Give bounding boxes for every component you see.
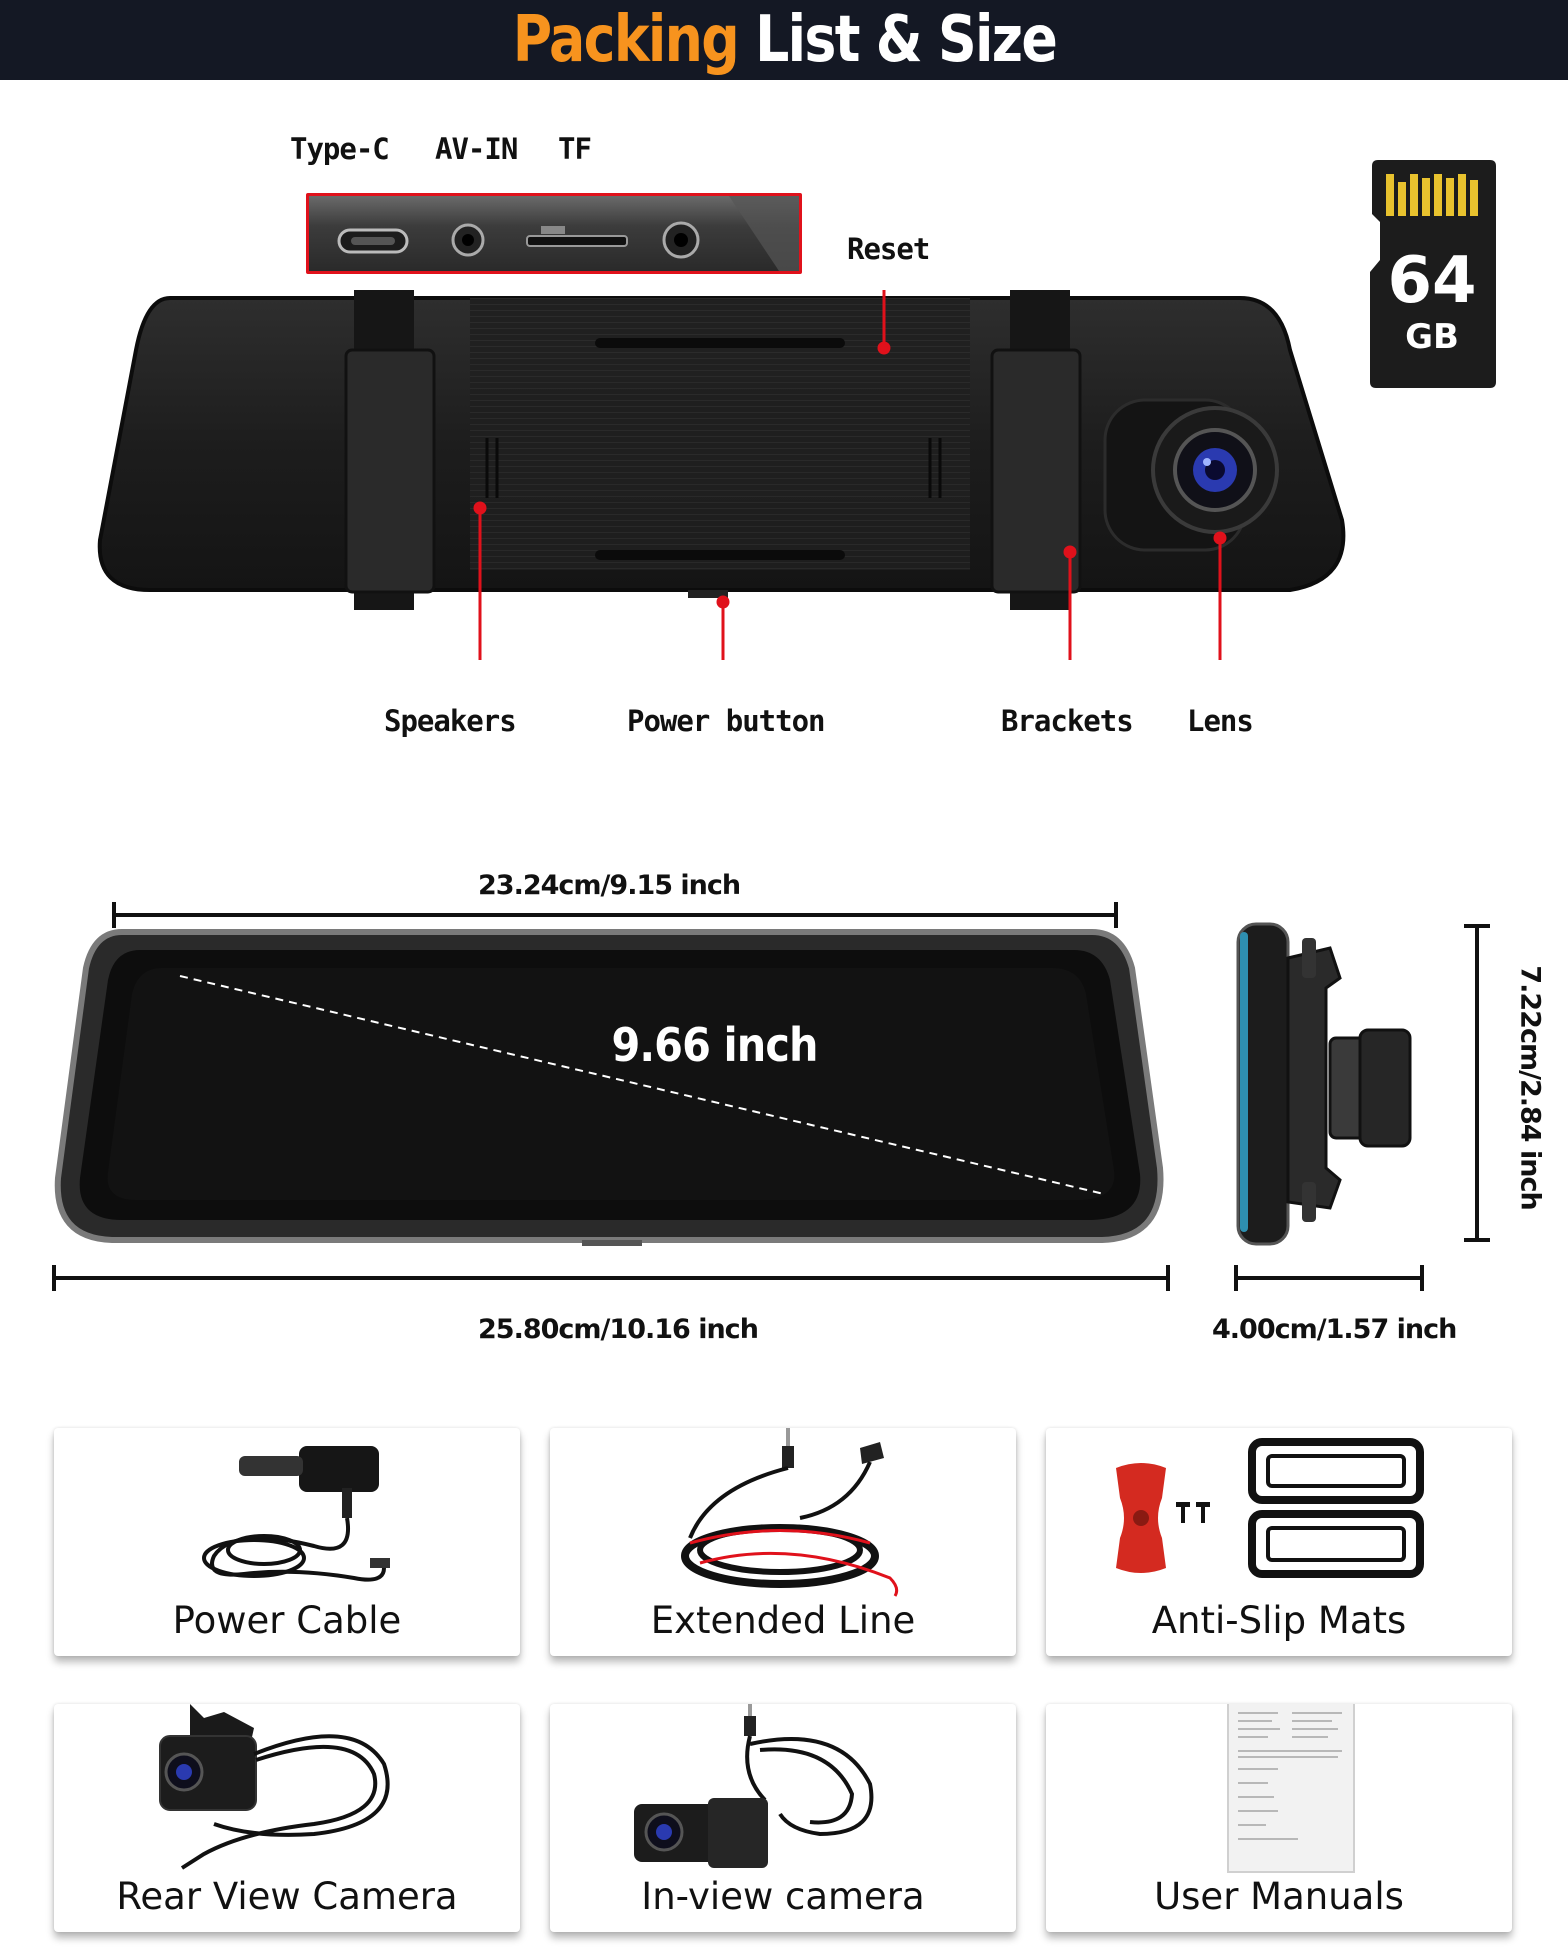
mirror-side-view: [1236, 922, 1412, 1246]
package-item-label: Rear View Camera: [116, 1875, 458, 1918]
package-item-label: In-view camera: [641, 1875, 925, 1918]
package-item-label: Power Cable: [172, 1599, 402, 1642]
package-item-anti-slip-mats: Anti-Slip Mats: [1046, 1428, 1512, 1656]
sd-unit: GB: [1405, 317, 1459, 357]
package-item-rear-view-camera: Rear View Camera: [54, 1704, 520, 1932]
page-title: Packing List & Size: [512, 8, 1057, 72]
package-item-label: Anti-Slip Mats: [1151, 1599, 1407, 1642]
package-item-in-view-camera: In-view camera: [550, 1704, 1016, 1932]
extended-line-icon: [681, 1428, 899, 1597]
rear-view-camera-icon: [159, 1704, 390, 1870]
dim-screen-width: 23.24cm/9.15 inch: [478, 870, 741, 901]
label-brackets: Brackets: [1001, 704, 1134, 738]
title-accent: Packing: [512, 3, 739, 77]
sd-card-icon: 64 GB: [1370, 160, 1496, 388]
label-speakers: Speakers: [384, 704, 517, 738]
label-lens: Lens: [1187, 704, 1254, 738]
screen-diagonal-label: 9.66 inch: [611, 1018, 818, 1072]
dim-height: 7.22cm/2.84 inch: [1514, 965, 1546, 1210]
dim-depth: 4.00cm/1.57 inch: [1212, 1314, 1457, 1345]
dim-total-width: 25.80cm/10.16 inch: [478, 1314, 759, 1345]
label-reset: Reset: [847, 232, 930, 266]
label-power-button: Power button: [627, 704, 826, 738]
user-manual-icon: [1227, 1704, 1355, 1873]
label-av-in: AV-IN: [435, 132, 518, 166]
title-rest: List & Size: [754, 3, 1058, 77]
ports-icon: [337, 196, 799, 271]
in-view-camera-icon: [634, 1704, 874, 1868]
package-item-label: Extended Line: [650, 1599, 916, 1642]
page-header: Packing List & Size: [0, 0, 1568, 80]
dimension-lines: [52, 902, 1490, 1291]
label-tf: TF: [558, 132, 592, 166]
package-item-user-manual: User Manuals: [1046, 1704, 1512, 1932]
power-cable-icon: [202, 1446, 390, 1582]
mirror-front-view: [54, 929, 1164, 1246]
sd-capacity: 64: [1387, 244, 1476, 318]
package-item-label: User Manuals: [1154, 1875, 1404, 1918]
package-item-extended-line: Extended Line: [550, 1428, 1016, 1656]
anti-slip-mats-icon: [1116, 1438, 1424, 1578]
package-item-power-cable: Power Cable: [54, 1428, 520, 1656]
label-type-c: Type-C: [290, 132, 390, 166]
port-closeup: [306, 193, 802, 274]
mirror-back-view: [97, 290, 1346, 660]
